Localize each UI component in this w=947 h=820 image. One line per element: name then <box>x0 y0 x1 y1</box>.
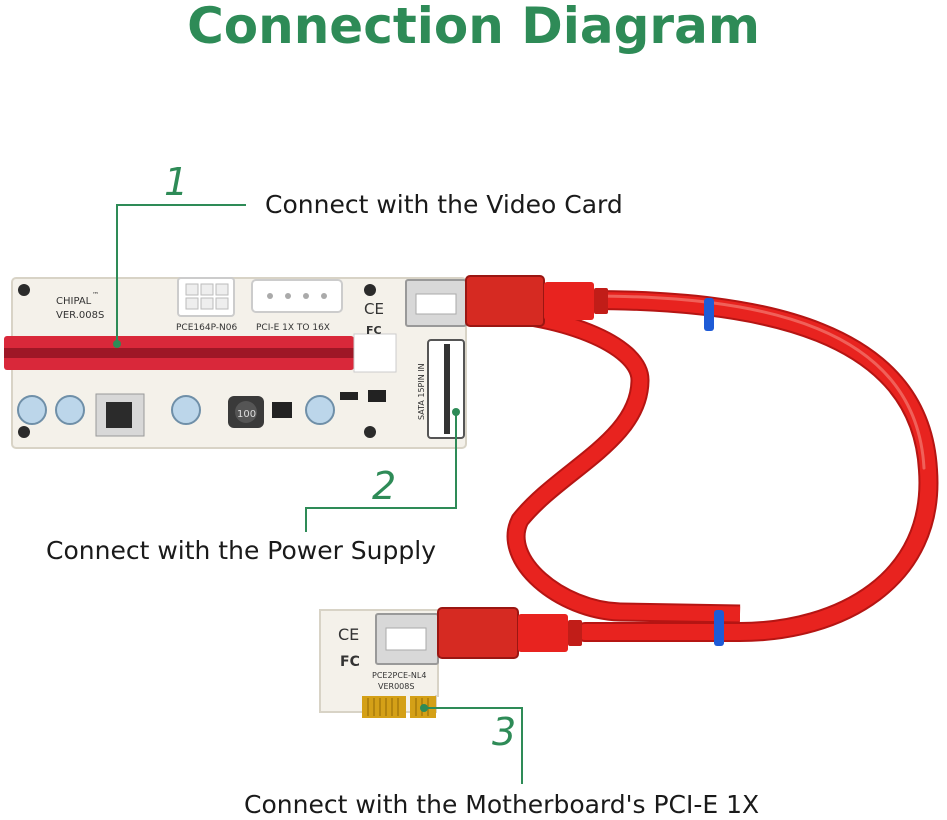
capacitor <box>55 395 85 425</box>
molex-connector <box>251 279 343 313</box>
riser-brand: CHIPAL <box>56 296 92 307</box>
leader-dot-2 <box>452 408 460 416</box>
adapter-model: PCE2PCE-NL4 <box>372 671 426 680</box>
leader-dot-3 <box>420 704 428 712</box>
usb-plug-bottom <box>437 607 582 659</box>
sata-label: SATA 15PIN IN <box>417 363 426 420</box>
adapter-ce-mark: CE <box>338 625 359 644</box>
step-number-1: 1 <box>164 160 189 204</box>
capacitor <box>171 395 201 425</box>
step-caption-1: Connect with the Video Card <box>265 190 623 219</box>
usb-cable <box>469 290 939 646</box>
leader-line-2 <box>305 412 457 532</box>
page-title: Connection Diagram <box>187 0 760 55</box>
riser-trademark: ™ <box>92 291 99 299</box>
adapter-fcc-mark: FC <box>340 654 360 670</box>
adapter-version: VER008S <box>378 682 414 691</box>
power-connector-label: PCE164P-N06 <box>176 323 238 333</box>
riser-version: VER.008S <box>56 310 104 321</box>
cable-band-top <box>704 298 714 331</box>
inductor-label: 100 <box>237 409 256 420</box>
leader-dot-1 <box>113 340 121 348</box>
cable-band-bottom <box>714 610 724 646</box>
step-caption-3: Connect with the Motherboard's PCI-E 1X <box>244 790 760 819</box>
slot-label: PCI-E 1X TO 16X <box>256 323 330 333</box>
riser-ce-mark: CE <box>364 300 384 318</box>
leader-line-1 <box>116 204 246 342</box>
step-number-3: 3 <box>492 710 517 754</box>
riser-board <box>4 277 467 449</box>
leader-line-3 <box>426 707 523 784</box>
pcie-6pin-connector <box>177 277 235 317</box>
step-caption-2: Connect with the Power Supply <box>46 536 437 565</box>
step-number-2: 2 <box>372 464 397 508</box>
riser-fcc-mark: FC <box>366 324 382 337</box>
usb-plug-top <box>465 275 608 327</box>
capacitor <box>305 395 335 425</box>
adapter-board <box>319 609 439 718</box>
capacitor <box>17 395 47 425</box>
